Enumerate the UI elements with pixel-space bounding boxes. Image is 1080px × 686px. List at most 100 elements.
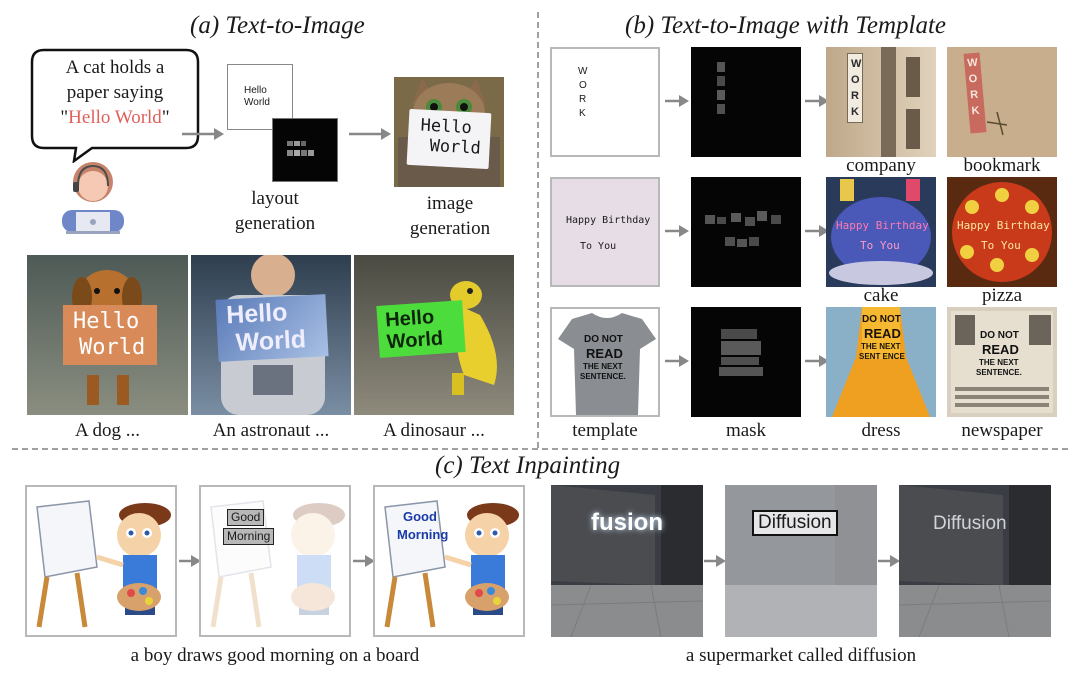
result-morning: Morning <box>397 527 449 542</box>
layout-sketch-line-1: Hello <box>244 85 267 96</box>
company-sign: WORK <box>847 53 863 123</box>
cat-sign-line-1: Hello <box>420 115 473 139</box>
cake-text-line-2: To You <box>860 239 900 252</box>
newspaper-label: newspaper <box>961 420 1043 441</box>
arrow-icon <box>353 555 375 567</box>
dress-label: dress <box>861 420 901 441</box>
section-c-title: (c) Text Inpainting <box>435 452 621 479</box>
bookmark-label: bookmark <box>963 155 1041 176</box>
boy-caption: a boy draws good morning on a board <box>130 645 420 666</box>
bubble-line-3: "Hello World" <box>60 107 170 128</box>
tshirt-line-4: SENTENCE. <box>580 372 626 381</box>
newspaper-line-2: READ <box>982 342 1019 357</box>
tshirt-line-1: DO NOT <box>584 334 623 345</box>
arrow-icon <box>704 555 726 567</box>
birthday-mask <box>691 177 801 287</box>
work-template-letter-r: R <box>579 94 587 105</box>
pizza-text-line-2: To You <box>981 239 1021 252</box>
dog-caption: A dog ... <box>75 420 140 441</box>
arrow-icon <box>665 95 689 107</box>
cake-text-line-1: Happy Birthday <box>836 219 929 232</box>
dress-image: DO NOT READ THE NEXT SENT ENCE <box>826 307 936 417</box>
work-template-letter-k: K <box>579 108 586 119</box>
newspaper-line-3: THE NEXT <box>979 358 1019 367</box>
vertical-divider <box>537 12 539 448</box>
arrow-icon <box>349 128 391 140</box>
tshirt-template: DO NOT READ THE NEXT SENTENCE. <box>550 307 660 417</box>
pizza-label: pizza <box>981 285 1023 306</box>
market-sign-fusion: fusion <box>591 509 663 536</box>
dinosaur-sign-line-2: World <box>386 327 444 354</box>
market-original: fusion <box>551 485 703 637</box>
tshirt-line-3: THE NEXT <box>583 362 623 371</box>
result-good: Good <box>403 509 437 524</box>
cat-image: Hello World <box>394 77 504 187</box>
user-with-laptop-icon <box>62 162 124 234</box>
arrow-icon <box>665 225 689 237</box>
dress-line-1: DO NOT <box>862 314 901 325</box>
work-template-letter-o: O <box>579 80 587 91</box>
bubble-line-1: A cat holds a <box>65 57 165 78</box>
horizontal-divider <box>12 448 1068 450</box>
bookmark-image: WORK <box>947 47 1057 157</box>
birthday-template-line-2: To You <box>580 241 617 252</box>
market-result: Diffusion <box>899 485 1051 637</box>
astronaut-sign-line-2: World <box>234 325 307 357</box>
dress-line-2: READ <box>864 326 901 341</box>
work-template: W O R K <box>550 47 660 157</box>
layout-sketch-line-2: World <box>244 97 270 108</box>
arrow-icon <box>179 555 201 567</box>
astronaut-caption: An astronaut ... <box>212 420 330 441</box>
boy-original <box>25 485 177 637</box>
arrow-icon <box>805 95 829 107</box>
arrow-icon <box>805 225 829 237</box>
bubble-line-2: paper saying <box>66 82 164 103</box>
dress-line-3: THE NEXT <box>861 342 901 351</box>
dog-image: Hello World <box>27 255 188 415</box>
layout-generation-line-1: layout <box>251 188 299 209</box>
layout-mask <box>272 118 338 182</box>
market-masked: Diffusion <box>725 485 877 637</box>
mask-label: mask <box>725 420 767 441</box>
dress-line-4: SENT ENCE <box>859 352 905 361</box>
dog-sign-line-1: Hello <box>73 309 140 334</box>
cake-image: Happy Birthday To You <box>826 177 936 287</box>
template-label: template <box>572 420 638 441</box>
cake-label: cake <box>863 285 899 306</box>
image-generation-line-1: image <box>426 193 474 214</box>
dog-sign: Hello World <box>63 305 157 365</box>
speech-bubble <box>30 48 200 163</box>
dinosaur-sign: Hello World <box>376 300 466 358</box>
pizza-image: Happy Birthday To You <box>947 177 1057 287</box>
arrow-icon <box>182 128 224 140</box>
mask-box-good: Good <box>227 509 265 526</box>
astronaut-sign-line-1: Hello <box>225 298 289 330</box>
mask-box-morning: Morning <box>223 528 275 545</box>
company-label: company <box>846 155 916 176</box>
company-image: WORK <box>826 47 936 157</box>
astronaut-sign: Hello World <box>215 294 329 362</box>
market-sign-diffusion: Diffusion <box>933 513 1007 534</box>
pizza-text-line-1: Happy Birthday <box>957 219 1050 232</box>
arrow-icon <box>878 555 900 567</box>
cat-sign-line-2: World <box>429 136 482 159</box>
dinosaur-image: Hello World <box>354 255 514 415</box>
newspaper-image: DO NOT READ THE NEXT SENTENCE. <box>947 307 1057 417</box>
bookmark-text: WORK <box>966 56 981 118</box>
newspaper-line-1: DO NOT <box>980 330 1019 341</box>
arrow-icon <box>665 355 689 367</box>
boy-result: Good Morning <box>373 485 525 637</box>
dog-sign-line-2: World <box>79 335 146 360</box>
section-b-title: (b) Text-to-Image with Template <box>625 12 947 39</box>
tshirt-line-2: READ <box>586 346 623 361</box>
bubble-highlight: Hello World <box>68 107 162 128</box>
boy-masked: Good Morning <box>199 485 351 637</box>
market-caption: a supermarket called diffusion <box>685 645 917 666</box>
astronaut-image: Hello World <box>191 255 351 415</box>
birthday-template: Happy Birthday To You <box>550 177 660 287</box>
work-template-letter-w: W <box>578 66 588 77</box>
company-sign-text: WORK <box>851 58 862 118</box>
cat-sign: Hello World <box>406 108 492 170</box>
tshirt-mask <box>691 307 801 417</box>
work-mask <box>691 47 801 157</box>
